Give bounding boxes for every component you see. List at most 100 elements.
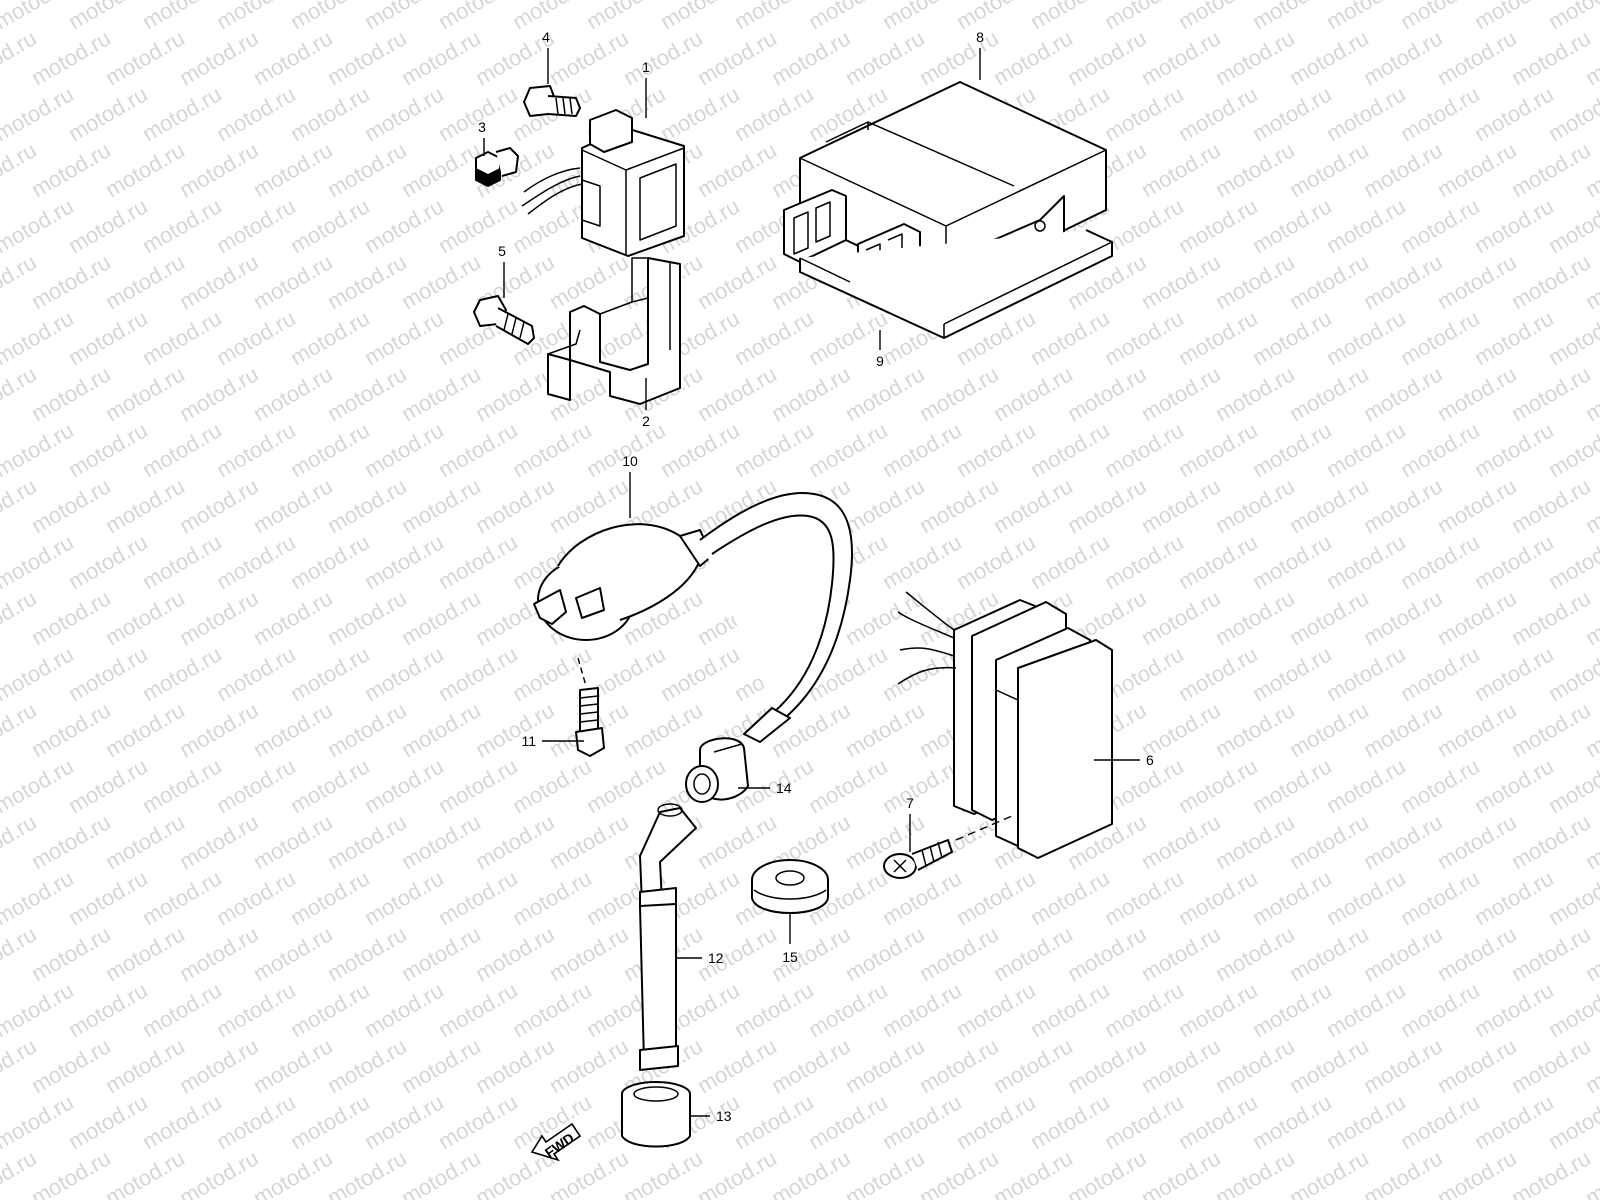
watermark-text: motod.ru [1248, 193, 1336, 258]
watermark-text: motod.ru [915, 1145, 1003, 1200]
watermark-text: motod.ru [1248, 865, 1336, 930]
watermark-text: motod.ru [397, 249, 485, 314]
watermark-text: motod.ru [804, 977, 892, 1042]
watermark-text: motod.ru [397, 921, 485, 986]
watermark-text: motod.ru [0, 529, 78, 594]
watermark-text: motod.ru [1359, 697, 1447, 762]
watermark-text: motod.ru [471, 361, 559, 426]
watermark-text: motod.ru [101, 585, 189, 650]
watermark-text: motod.ru [693, 25, 781, 90]
watermark-text: motod.ru [1507, 137, 1595, 202]
watermark-text: motod.ru [1322, 753, 1410, 818]
watermark-text: motod.ru [1322, 977, 1410, 1042]
watermark-text: motod.ru [1359, 1145, 1447, 1200]
watermark-text: motod.ru [1211, 137, 1299, 202]
watermark-text: motod.ru [1174, 193, 1262, 258]
watermark-text: motod.ru [360, 1089, 448, 1154]
watermark-text: motod.ru [508, 865, 596, 930]
watermark-text: motod.ru [397, 1145, 485, 1200]
watermark-text: motod.ru [1396, 865, 1484, 930]
watermark-text: motod.ru [249, 1145, 337, 1200]
watermark-text: motod.ru [0, 753, 78, 818]
watermark-text: motod.ru [286, 305, 374, 370]
watermark-text: motod.ru [1322, 193, 1410, 258]
watermark-text: motod.ru [1507, 697, 1595, 762]
watermark-text: motod.ru [1174, 305, 1262, 370]
watermark-text: motod.ru [249, 585, 337, 650]
watermark-text: motod.ru [508, 977, 596, 1042]
watermark-text: motod.ru [730, 81, 818, 146]
watermark-text: motod.ru [878, 641, 966, 706]
watermark-text: motod.ru [1211, 921, 1299, 986]
watermark-text: motod.ru [360, 529, 448, 594]
watermark-text: motod.ru [138, 305, 226, 370]
watermark-text: motod.ru [212, 81, 300, 146]
watermark-text: motod.ru [434, 0, 522, 34]
watermark-text: motod.ru [64, 753, 152, 818]
watermark-text: motod.ru [767, 1145, 855, 1200]
watermark-text: motod.ru [1322, 417, 1410, 482]
watermark-text: motod.ru [27, 809, 115, 874]
watermark-text: motod.ru [360, 865, 448, 930]
watermark-text: motod.ru [138, 193, 226, 258]
watermark-text: motod.ru [175, 1033, 263, 1098]
watermark-text: motod.ru [101, 249, 189, 314]
watermark-text: motod.ru [582, 417, 670, 482]
watermark-text: motod.ru [989, 1145, 1077, 1200]
watermark-text: motod.ru [952, 865, 1040, 930]
watermark-text: motod.ru [471, 921, 559, 986]
watermark-text: motod.ru [1285, 361, 1373, 426]
watermark-text: motod.ru [1248, 1089, 1336, 1154]
watermark-text: motod.ru [175, 249, 263, 314]
watermark-text: motod.ru [656, 417, 744, 482]
watermark-text: motod.ru [767, 1033, 855, 1098]
watermark-text: motod.ru [1174, 641, 1262, 706]
watermark-text: motod.ru [582, 0, 670, 34]
watermark-text: motod.ru [101, 473, 189, 538]
watermark-text: motod.ru [1322, 81, 1410, 146]
watermark-text: motod.ru [323, 585, 411, 650]
watermark-text: motod.ru [286, 865, 374, 930]
watermark-text: motod.ru [1063, 1033, 1151, 1098]
watermark-text: motod.ru [1174, 417, 1262, 482]
watermark-text: motod.ru [175, 1145, 263, 1200]
watermark-text: motod.ru [249, 473, 337, 538]
watermark-text: motod.ru [1544, 305, 1600, 370]
watermark-text: motod.ru [471, 697, 559, 762]
watermark-text: motod.ru [693, 249, 781, 314]
watermark-text: motod.ru [27, 137, 115, 202]
watermark-text: motod.ru [286, 0, 374, 34]
watermark-text: motod.ru [1137, 1033, 1225, 1098]
watermark-text: motod.ru [1285, 1033, 1373, 1098]
watermark-text: motod.ru [841, 25, 929, 90]
watermark-text: motod.ru [1507, 25, 1595, 90]
part-13-boot [621, 1081, 691, 1148]
watermark-text: motod.ru [138, 865, 226, 930]
part-11-bolt [575, 657, 605, 757]
watermark-text: motod.ru [1433, 697, 1521, 762]
watermark-text: motod.ru [175, 361, 263, 426]
watermark-text: motod.ru [471, 1033, 559, 1098]
watermark-text: motod.ru [1285, 473, 1373, 538]
watermark-text: motod.ru [64, 305, 152, 370]
watermark-text: motod.ru [1026, 977, 1114, 1042]
watermark-text: motod.ru [1026, 0, 1114, 34]
watermark-text: motod.ru [27, 697, 115, 762]
watermark-text: motod.ru [175, 921, 263, 986]
watermark-text: motod.ru [101, 697, 189, 762]
watermark-text: motod.ru [1544, 529, 1600, 594]
watermark-text: motod.ru [1396, 977, 1484, 1042]
watermark-text: motod.ru [212, 865, 300, 930]
watermark-text: motod.ru [471, 473, 559, 538]
watermark-text: motod.ru [1396, 753, 1484, 818]
watermark-text: motod.ru [323, 361, 411, 426]
watermark-text: motod.ru [323, 473, 411, 538]
watermark-text: motod.ru [138, 977, 226, 1042]
watermark-text: motod.ru [804, 0, 892, 34]
callout-5: 5 [498, 243, 506, 259]
watermark-text: motod.ru [1100, 305, 1188, 370]
watermark-text: motod.ru [915, 921, 1003, 986]
watermark-text: motod.ru [1433, 473, 1521, 538]
callout-11: 11 [521, 733, 536, 749]
watermark-text: motod.ru [360, 641, 448, 706]
